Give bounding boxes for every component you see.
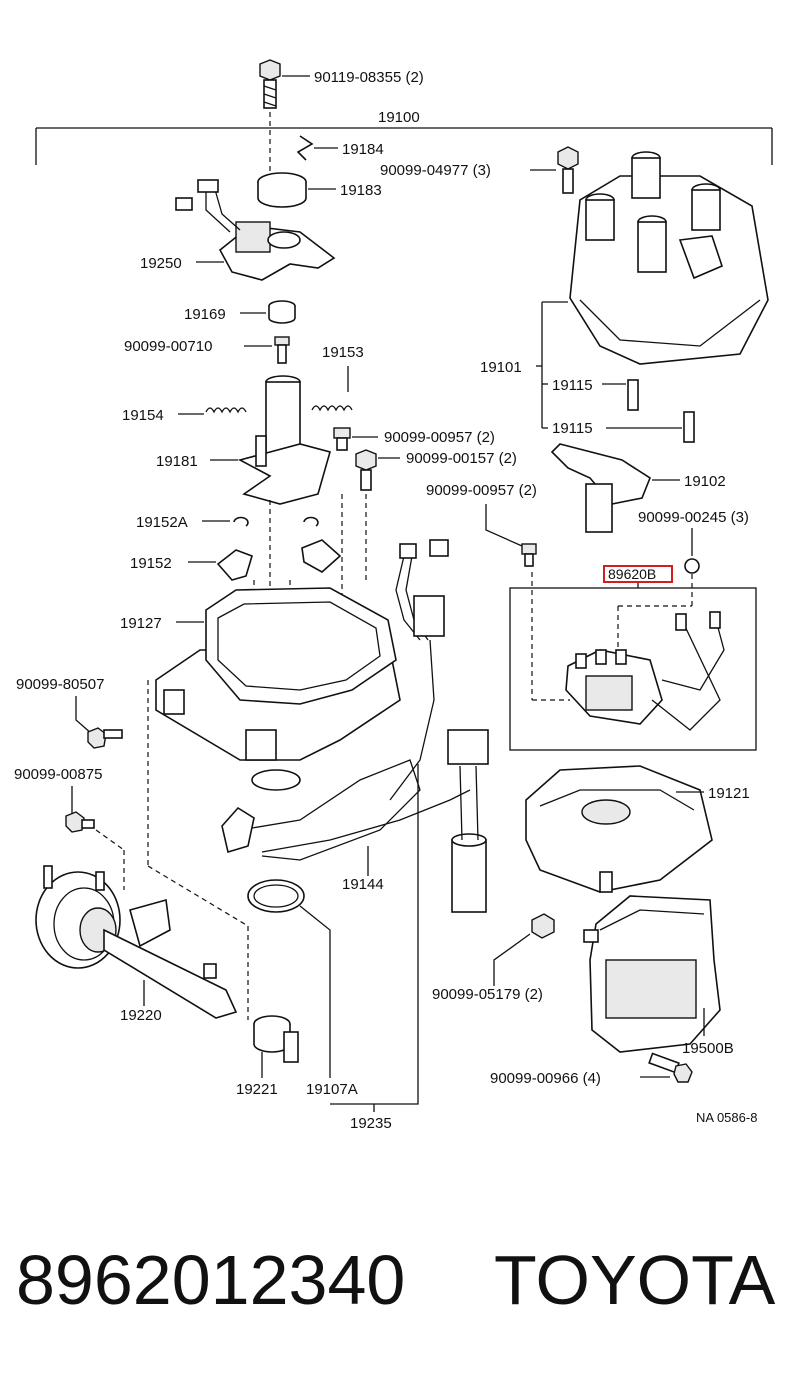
label-screw-00957-a: 90099-00957 (2) <box>384 429 495 446</box>
label-rotor-spring-1: 19115 <box>552 377 593 394</box>
label-shaft: 19181 <box>156 453 198 470</box>
screw-00710-part <box>274 336 290 364</box>
spring-19154-part <box>205 407 247 414</box>
rotor-part <box>550 443 651 533</box>
label-screw-00966: 90099-00966 (4) <box>490 1070 601 1087</box>
label-bolt-top: 90119-08355 (2) <box>314 69 424 86</box>
label-spring-19154: 19154 <box>122 407 164 424</box>
label-rotor: 19102 <box>684 473 726 490</box>
igniter-highlight-box <box>603 565 673 583</box>
housing-part <box>155 587 401 791</box>
cover-part <box>525 765 713 893</box>
label-pickup: 19250 <box>140 255 182 272</box>
clip-part <box>296 135 314 161</box>
cap-19221-part <box>253 1015 299 1063</box>
screw-00157-part <box>355 449 377 491</box>
reference-code: NA 0586-8 <box>696 1110 757 1125</box>
igniter-box-frame <box>509 587 757 751</box>
assembly-bracket <box>35 127 773 165</box>
ignition-coil-part <box>583 895 721 1053</box>
label-coil: 19500B <box>682 1040 734 1057</box>
screw-00957-b-part <box>521 543 537 567</box>
rotor-spring-1-part <box>627 379 639 411</box>
label-housing: 19127 <box>120 615 162 632</box>
label-screw-00245: 90099-00245 (3) <box>638 509 749 526</box>
rubber-cap-part <box>268 300 296 324</box>
label-cover: 19121 <box>708 785 750 802</box>
bolt-90119-08355 <box>259 59 281 109</box>
label-nut-05179: 90099-05179 (2) <box>432 986 543 1003</box>
nut-05179-part <box>531 913 555 939</box>
label-vacuum-advancer: 19220 <box>120 1007 162 1024</box>
pickup-coil-part <box>175 179 336 281</box>
label-cap-screw: 90099-04977 (3) <box>380 162 491 179</box>
weight-part <box>216 549 253 581</box>
seal-kit-bracket <box>330 764 419 1105</box>
harness-connector-part <box>389 539 449 801</box>
governor-ring-part <box>257 172 307 208</box>
label-o-ring-part: 19221 <box>236 1081 278 1098</box>
footer-brand: TOYOTA <box>494 1241 776 1319</box>
label-seal-kit: 19235 <box>350 1115 392 1132</box>
bolt-80507-part <box>87 727 123 749</box>
label-o-ring: 19107A <box>306 1081 358 1098</box>
label-snap-ring: 19152A <box>136 514 188 531</box>
label-rotor-spring-2: 19115 <box>552 420 593 437</box>
rotor-spring-2-part <box>683 411 695 443</box>
screw-00966-part <box>648 1052 693 1083</box>
label-screw-00710: 90099-00710 <box>124 338 212 355</box>
label-spring-19153: 19153 <box>322 344 364 361</box>
snap-ring-part-2 <box>303 516 319 527</box>
wire-harness-part <box>221 729 489 913</box>
label-bolt-80507: 90099-80507 <box>16 676 104 693</box>
snap-ring-part <box>233 516 249 527</box>
cap-screw-part <box>557 146 579 194</box>
label-igniter-highlight: 89620B <box>608 566 656 582</box>
label-assembly: 19100 <box>378 109 420 126</box>
label-governor-ring: 19183 <box>340 182 382 199</box>
screw-00957-a-part <box>333 427 351 451</box>
governor-shaft-part <box>237 375 331 505</box>
screw-00875-part <box>65 811 95 833</box>
label-wire-harness: 19144 <box>342 876 384 893</box>
weight-part-2 <box>301 539 342 573</box>
label-screw-00157: 90099-00157 (2) <box>406 450 517 467</box>
label-screw-00957-b: 90099-00957 (2) <box>426 482 537 499</box>
vacuum-advancer-part <box>35 865 238 1019</box>
label-screw-00875: 90099-00875 <box>14 766 102 783</box>
distributor-cap-part <box>569 151 769 365</box>
spring-19153-part <box>311 405 353 412</box>
label-cap-rubber: 19169 <box>184 306 226 323</box>
label-cap: 19101 <box>480 359 522 376</box>
label-weight: 19152 <box>130 555 172 572</box>
igniter-module-part <box>565 611 725 731</box>
footer-part-number: 8962012340 <box>16 1241 405 1319</box>
washer-00245-part <box>684 558 700 574</box>
label-clip: 19184 <box>342 141 384 158</box>
